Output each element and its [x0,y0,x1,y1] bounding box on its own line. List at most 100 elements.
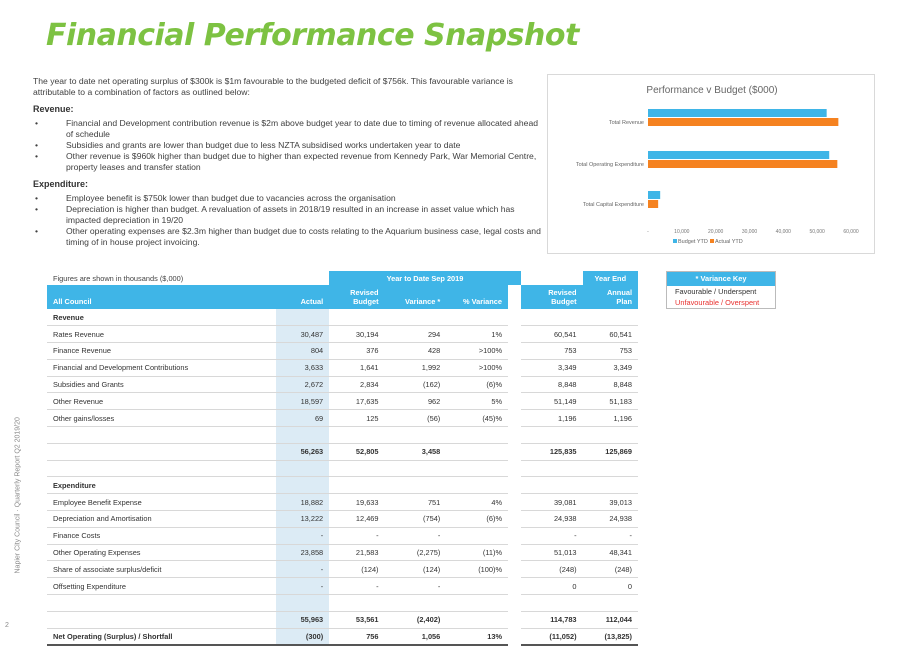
cell-variance: 751 [384,493,447,512]
x-tick-label: 60,000 [843,229,859,235]
cell-pct-variance: 5% [446,392,509,411]
performance-chart: Performance v Budget ($000)Total Revenue… [547,74,875,254]
cell-actual: 18,882 [275,493,330,512]
revenue-heading: Revenue: [33,104,74,114]
cell-pct-variance [446,442,509,461]
cell-revised-budget: 125 [329,409,385,428]
cell-annual-plan: 0 [582,577,638,596]
bar-budget-ytd [648,109,827,117]
group-header-year-end: Year End [582,271,638,285]
cell-pct-variance: (45)% [446,409,509,428]
cell-pct-variance: (6)% [446,376,509,394]
cell-actual: - [275,527,330,545]
expenditure-bullet: Depreciation is higher than budget. A re… [33,204,543,226]
cell-actual: (300) [275,628,330,646]
cell-actual: 55,963 [275,610,330,629]
cell-ye-revised-budget: (248) [520,560,583,579]
cell-pct-variance: >100% [446,359,509,377]
category-label: Total Operating Expenditure [576,162,644,168]
expenditure-heading: Expenditure: [33,179,89,189]
cell-pct-variance: >100% [446,342,509,360]
cell-annual-plan: - [582,527,638,545]
cell-annual-plan: (13,825) [582,628,638,646]
category-label: Total Revenue [609,120,644,126]
revenue-bullet: Other revenue is $960k higher than budge… [33,151,543,173]
cell-variance: 3,458 [384,442,447,461]
cell-pct-variance [446,577,509,596]
group-header-ytd: Year to Date Sep 2019 [329,271,521,285]
x-tick-label: 50,000 [810,229,826,235]
variance-key-title: * Variance Key [667,272,775,286]
row-label: Employee Benefit Expense [47,493,276,512]
row-label: Financial and Development Contributions [47,359,276,377]
cell-annual-plan: 125,869 [582,442,638,461]
variance-key-unfavourable: Unfavourable / Overspent [675,298,760,307]
cell-variance: - [384,577,447,596]
chart-svg: Performance v Budget ($000)Total Revenue… [576,85,859,245]
cell-revised-budget: - [329,527,385,545]
cell-variance: 294 [384,325,447,344]
cell-annual-plan: 8,848 [582,376,638,394]
cell-variance: (124) [384,560,447,579]
row-label: Offsetting Expenditure [47,577,276,596]
col-header-annual-plan: Annual Plan [582,285,638,309]
cell-actual: 23,858 [275,544,330,562]
cell-annual-plan: 112,044 [582,610,638,629]
row-label: Net Operating (Surplus) / Shortfall [47,628,276,646]
cell-revised-budget: 52,805 [329,442,385,461]
cell-variance: (56) [384,409,447,428]
legend-swatch [710,239,714,243]
cell-actual: - [275,577,330,596]
cell-actual: 18,597 [275,392,330,411]
revenue-bullets: Financial and Development contribution r… [33,118,543,173]
page-number: 2 [5,622,9,629]
revenue-bullet: Financial and Development contribution r… [33,118,543,140]
cell-annual-plan: (248) [582,560,638,579]
row-label [47,442,276,461]
cell-revised-budget: 53,561 [329,610,385,629]
cell-actual: 2,672 [275,376,330,394]
row-label: Other Revenue [47,392,276,411]
cell-ye-revised-budget: 51,149 [520,392,583,411]
cell-revised-budget: 756 [329,628,385,646]
cell-annual-plan: 24,938 [582,510,638,528]
x-tick-label: 30,000 [742,229,758,235]
col-header-revised-budget: Revised Budget [329,285,385,309]
table-row: Share of associate surplus/deficit-(124)… [47,560,638,579]
section-row-revenue: Revenue [47,309,638,327]
cell-annual-plan: 3,349 [582,359,638,377]
spacer-row [47,426,638,444]
cell-revised-budget: 21,583 [329,544,385,562]
page-title: Financial Performance Snapshot [46,18,579,53]
cell-pct-variance: 1% [446,325,509,344]
cell-ye-revised-budget: 24,938 [520,510,583,528]
x-tick-label: 40,000 [776,229,792,235]
section-label: Expenditure [47,476,276,495]
figures-note: Figures are shown in thousands ($,000) [53,273,184,283]
cell-pct-variance: 13% [446,628,509,646]
legend-swatch [673,239,677,243]
cell-ye-revised-budget: 753 [520,342,583,360]
table-row: Financial and Development Contributions 3… [47,359,638,377]
cell-pct-variance: 4% [446,493,509,512]
cell-variance: 1,992 [384,359,447,377]
table-row: Finance Costs----- [47,527,638,545]
row-label: Finance Revenue [47,342,276,360]
intro-section: The year to date net operating surplus o… [33,76,543,248]
cell-revised-budget: 30,194 [329,325,385,344]
row-label: Other Operating Expenses [47,544,276,562]
category-label: Total Capital Expenditure [583,202,644,208]
cell-annual-plan: 48,341 [582,544,638,562]
cell-pct-variance [446,527,509,545]
section-row-expenditure: Expenditure [47,476,638,495]
cell-ye-revised-budget: 1,196 [520,409,583,428]
row-label: Subsidies and Grants [47,376,276,394]
